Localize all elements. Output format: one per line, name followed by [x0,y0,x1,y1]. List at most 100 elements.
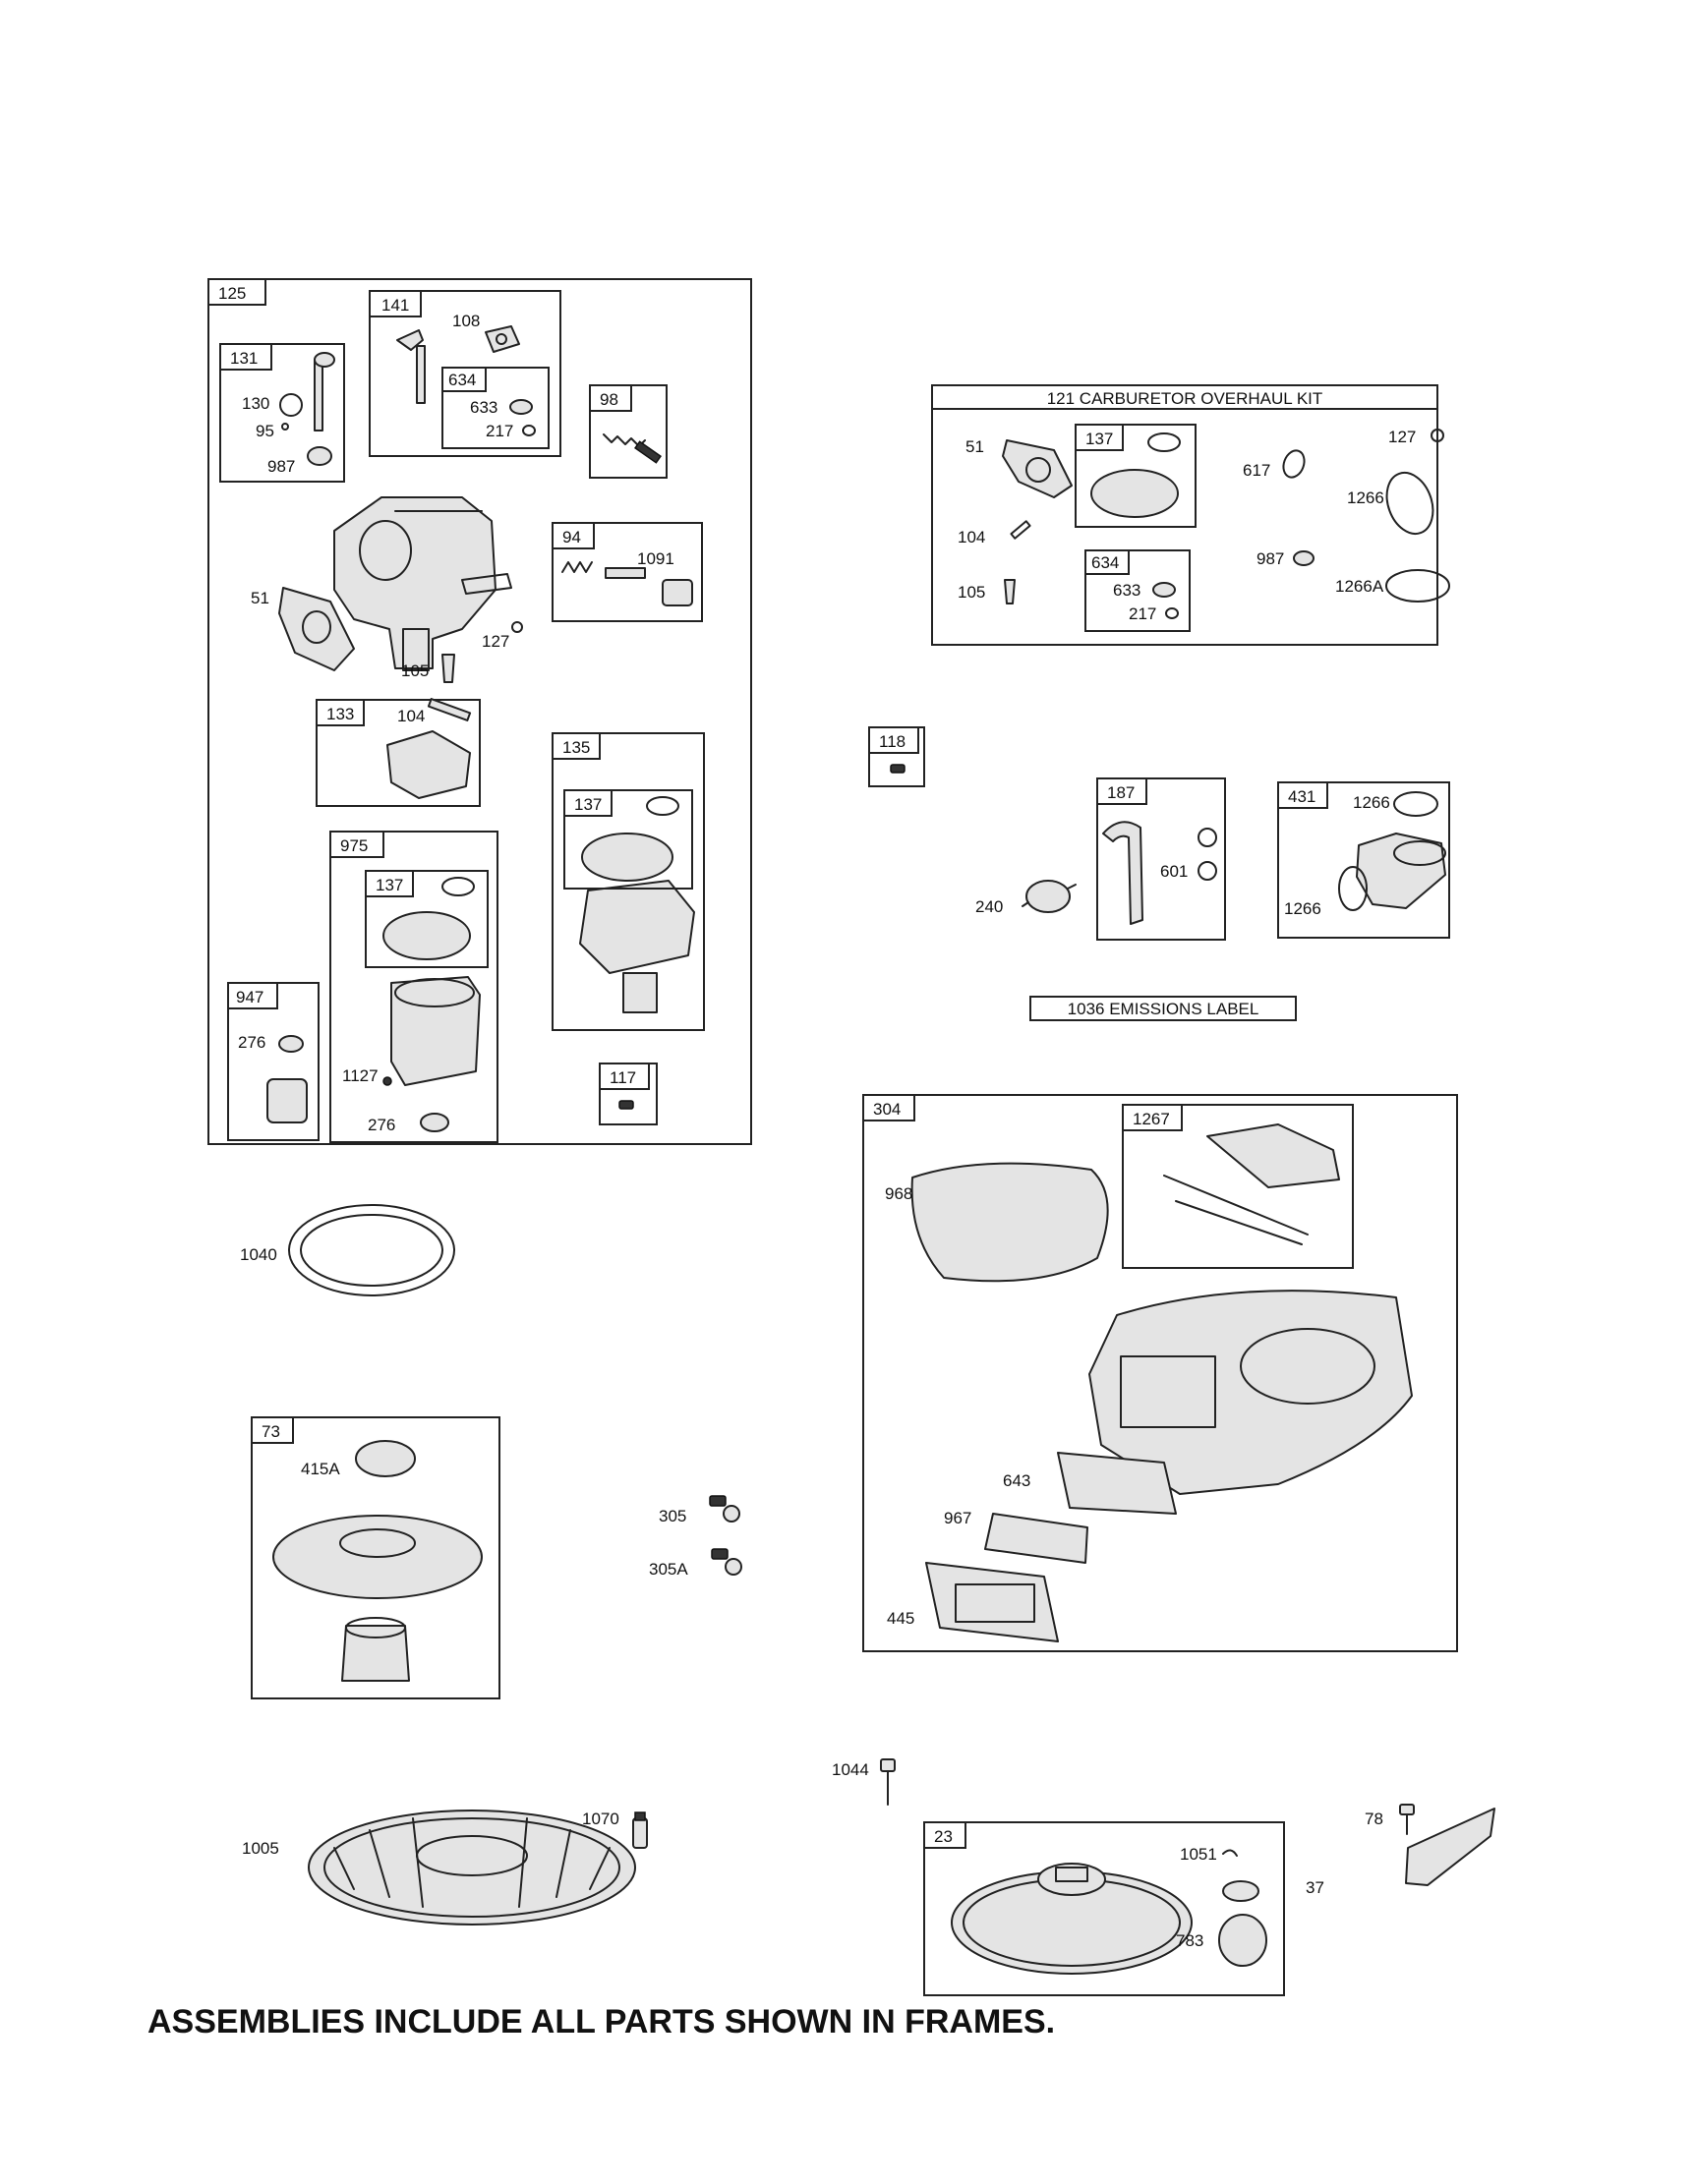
bolt-305A-icon [711,1548,742,1576]
blower-housing-icon [1088,1290,1413,1495]
part-label: 643 [1003,1471,1030,1490]
frame-98: 98 [589,384,668,479]
bolt-78-icon [1399,1804,1415,1835]
diaphragm-icon [382,911,471,960]
frame-125: 125 [207,278,752,1145]
bolt-305-icon [709,1495,740,1523]
frame-label: 118 [879,732,906,751]
clamp-icon [1198,861,1217,881]
gasket-icon [1002,439,1073,498]
part-label: 276 [368,1116,395,1134]
fuel-line-icon [1102,821,1143,925]
frame-label: 634 [1091,553,1119,572]
clip-icon [1431,429,1444,442]
frame-label: 125 [218,284,246,303]
clip-icon [511,621,523,633]
frame-137-c: 137 [1075,424,1197,528]
float-icon [386,730,471,799]
frame-634-a: 634 633 217 [441,367,550,449]
screw-icon [618,1100,634,1110]
footer-note: ASSEMBLIES INCLUDE ALL PARTS SHOWN IN FR… [147,2003,1056,2040]
seal-ring-icon [1385,472,1434,535]
part-label: 1266 [1353,793,1390,812]
spring-screw-icon [603,433,662,464]
part-label: 305A [649,1560,688,1579]
float-bowl-icon [390,976,481,1086]
part-label: 127 [1388,428,1416,446]
frame-title: 121 CARBURETOR OVERHAUL KIT [1047,389,1323,408]
part-label: 987 [267,457,295,476]
part-label: 1005 [242,1839,279,1858]
part-label: 1266 [1347,489,1384,507]
washer-icon [278,1035,304,1053]
part-label: 105 [958,583,985,602]
o-ring-icon [441,877,475,896]
frame-634-b: 634 633 217 [1084,549,1191,632]
frame-947: 947 276 [227,982,320,1141]
part-label: 217 [486,422,513,440]
frame-431: 431 1266 1266 [1277,781,1450,939]
throttle-shaft-icon [396,325,520,404]
pin-icon [1010,520,1031,540]
part-label: 968 [885,1184,912,1203]
frame-137-b: 137 [365,870,489,968]
clip-icon [1165,607,1179,619]
blower-cover-icon [910,1162,1109,1283]
part-label: 51 [965,437,984,456]
fan-icon [308,1810,636,1925]
pump-stem-icon [622,972,658,1013]
frame-1267: 1267 [1122,1104,1354,1269]
frame-94: 94 1091 [552,522,703,622]
frame-label: 975 [340,836,368,855]
diaphragm-icon [581,833,673,882]
washer-icon [1293,550,1315,566]
frame-137-a: 137 [563,789,693,890]
part-label: 78 [1365,1810,1383,1828]
screw-1070-icon [632,1811,648,1849]
frame-133: 133 104 [316,698,481,807]
gasket-icon [278,587,355,671]
part-label: 104 [958,528,985,546]
frame-title: 1036 EMISSIONS LABEL [1068,1000,1259,1018]
part-label: 415A [301,1460,340,1478]
part-label: 1091 [637,549,674,568]
needle-icon [1004,579,1016,604]
clip-icon [522,425,536,436]
grille-icon [1057,1452,1177,1515]
part-label: 127 [482,632,509,651]
part-label: 633 [1113,581,1140,600]
part-label: 305 [659,1507,686,1525]
solenoid-icon [561,561,693,606]
diaphragm-icon [1090,469,1179,518]
frame-121: 121 CARBURETOR OVERHAUL KIT 51 104 105 6… [931,384,1450,646]
frame-label: 98 [600,390,618,409]
frame-label: 431 [1288,787,1315,806]
part-label: 1070 [582,1810,619,1828]
housing-opening-icon [1120,1355,1216,1428]
part-label: 240 [975,897,1003,916]
shield-37-icon [1405,1808,1495,1886]
part-label: 104 [397,707,425,725]
frame-label: 1267 [1133,1110,1170,1128]
frame-label: 94 [562,528,581,546]
seal-ring-icon [1385,569,1450,603]
o-ring-icon [1282,449,1306,479]
screen-frame-icon [925,1562,1059,1642]
frame-label: 947 [236,988,263,1006]
part-label: 783 [1176,1931,1203,1950]
part-label: 987 [1257,549,1284,568]
frame-label: 73 [262,1422,280,1441]
part-label: 37 [1306,1878,1324,1897]
clamp-icon [1198,828,1217,847]
washer-icon [509,399,533,415]
frame-304: 304 968 643 967 445 [862,1094,1458,1652]
washer-icon [420,1113,449,1132]
frame-141: 141 108 [369,290,561,457]
frame-118: 118 [868,726,925,787]
fuel-filter-icon [1022,880,1077,913]
filter-cup-icon [341,1625,410,1682]
frame-1036: 1036 EMISSIONS LABEL [1029,996,1297,1021]
frame-label: 131 [230,349,258,368]
frame-label: 187 [1107,783,1135,802]
part-label: 1266 [1284,899,1321,918]
